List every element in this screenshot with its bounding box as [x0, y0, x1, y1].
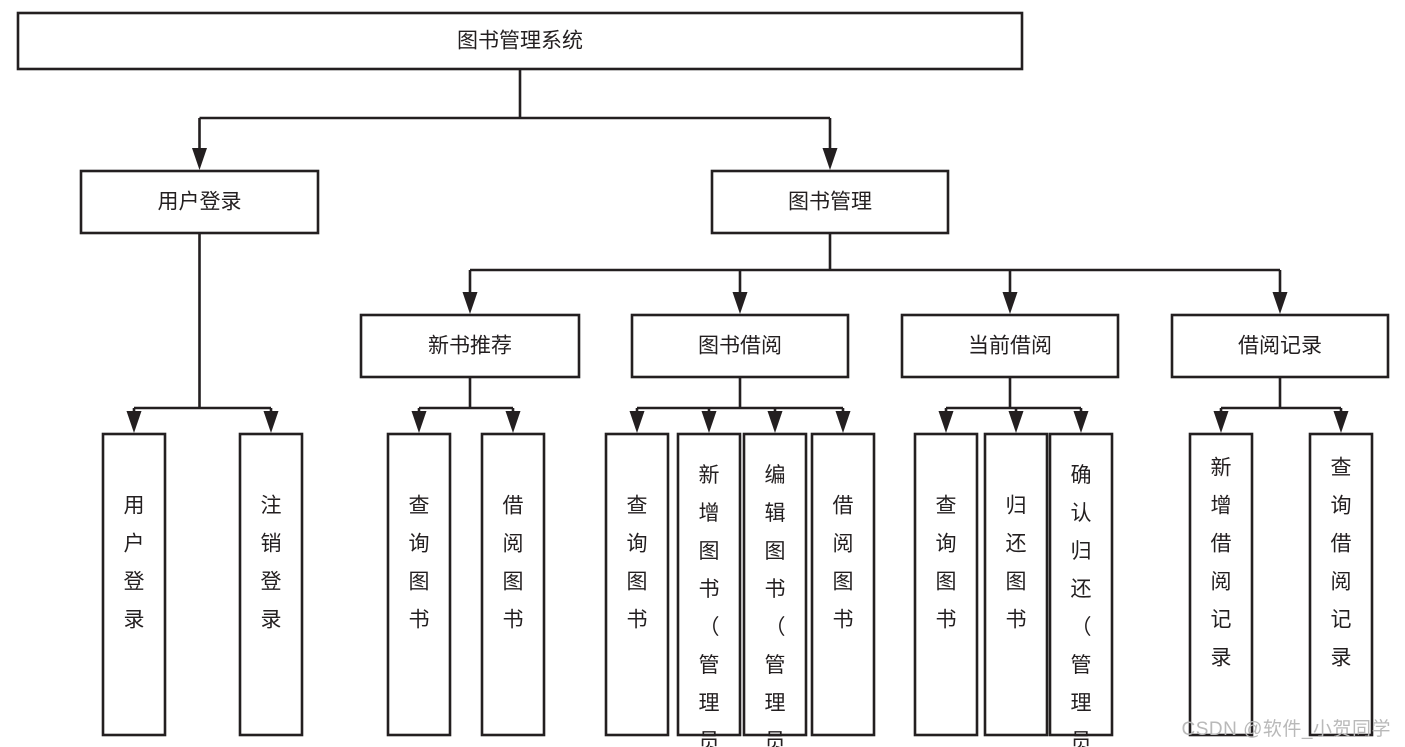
node-leaf-borrow-book-2[interactable]: 借阅图书	[810, 432, 876, 737]
node-label-leaf-add-record: 新增借阅记录	[1211, 457, 1232, 670]
node-box-user-login[interactable]	[79, 169, 320, 235]
node-label-leaf-borrow-book-1: 借阅图书	[503, 495, 524, 632]
node-leaf-user-logout[interactable]: 注销登录	[238, 432, 304, 737]
node-box-leaf-query-book-1[interactable]	[386, 432, 452, 737]
node-current-borrow[interactable]: 当前借阅	[900, 313, 1120, 379]
connector-edge-root-bus	[192, 69, 838, 170]
node-root[interactable]: 图书管理系统	[16, 11, 1024, 71]
node-box-leaf-add-book[interactable]	[676, 432, 742, 737]
node-label-new-book-recommend: 新书推荐	[428, 335, 512, 358]
node-box-leaf-edit-book[interactable]	[742, 432, 808, 737]
node-box-new-book-recommend[interactable]	[359, 313, 581, 379]
node-label-leaf-query-book-3: 查询图书	[936, 495, 957, 632]
node-new-book-recommend[interactable]: 新书推荐	[359, 313, 581, 379]
edges-layer	[126, 69, 1349, 433]
node-box-leaf-borrow-book-2[interactable]	[810, 432, 876, 737]
node-leaf-query-book-1[interactable]: 查询图书	[386, 432, 452, 737]
node-box-leaf-query-book-2[interactable]	[604, 432, 670, 737]
node-leaf-confirm-return[interactable]: 确认归还（管理员）	[1048, 432, 1114, 747]
node-leaf-query-record[interactable]: 查询借阅记录	[1308, 432, 1374, 737]
node-label-leaf-user-login: 用户登录	[124, 495, 145, 632]
node-box-book-manage[interactable]	[710, 169, 950, 235]
node-box-leaf-query-record[interactable]	[1308, 432, 1374, 737]
node-label-user-login: 用户登录	[158, 191, 242, 214]
node-box-leaf-user-login[interactable]	[101, 432, 167, 737]
node-box-root[interactable]	[16, 11, 1024, 71]
connector-edge-bookmanage-bus	[462, 233, 1288, 314]
node-box-leaf-add-record[interactable]	[1188, 432, 1254, 737]
node-box-book-borrow[interactable]	[630, 313, 850, 379]
node-box-leaf-user-logout[interactable]	[238, 432, 304, 737]
node-book-borrow[interactable]: 图书借阅	[630, 313, 850, 379]
connector-edge-bookborrow-bus	[629, 377, 851, 433]
node-label-root: 图书管理系统	[457, 30, 583, 53]
node-label-leaf-borrow-book-2: 借阅图书	[833, 495, 854, 632]
node-box-borrow-record[interactable]	[1170, 313, 1390, 379]
node-label-book-borrow: 图书借阅	[698, 335, 782, 358]
node-box-leaf-query-book-3[interactable]	[913, 432, 979, 737]
node-label-current-borrow: 当前借阅	[968, 335, 1052, 358]
node-book-manage[interactable]: 图书管理	[710, 169, 950, 235]
node-label-leaf-add-book: 新增图书（管理员）	[699, 464, 720, 747]
node-label-leaf-user-logout: 注销登录	[261, 495, 282, 632]
node-box-leaf-borrow-book-1[interactable]	[480, 432, 546, 737]
node-box-current-borrow[interactable]	[900, 313, 1120, 379]
node-borrow-record[interactable]: 借阅记录	[1170, 313, 1390, 379]
node-leaf-query-book-2[interactable]: 查询图书	[604, 432, 670, 737]
nodes-layer: 图书管理系统用户登录图书管理新书推荐图书借阅当前借阅借阅记录用户登录注销登录查询…	[16, 11, 1390, 747]
node-label-leaf-return-book: 归还图书	[1006, 495, 1027, 632]
node-leaf-edit-book[interactable]: 编辑图书（管理员）	[742, 432, 808, 747]
node-box-leaf-confirm-return[interactable]	[1048, 432, 1114, 737]
node-leaf-return-book[interactable]: 归还图书	[983, 432, 1049, 737]
node-leaf-query-book-3[interactable]: 查询图书	[913, 432, 979, 737]
node-label-leaf-query-book-2: 查询图书	[627, 495, 648, 632]
node-label-leaf-confirm-return: 确认归还（管理员）	[1071, 464, 1092, 747]
node-label-leaf-query-book-1: 查询图书	[409, 495, 430, 632]
node-label-leaf-query-record: 查询借阅记录	[1331, 457, 1352, 670]
node-box-leaf-return-book[interactable]	[983, 432, 1049, 737]
watermark-text: CSDN @软件_小贺同学	[1181, 719, 1391, 740]
node-leaf-add-book[interactable]: 新增图书（管理员）	[676, 432, 742, 747]
node-label-book-manage: 图书管理	[788, 191, 872, 214]
node-user-login[interactable]: 用户登录	[79, 169, 320, 235]
connector-edge-borrowrecord-bus	[1213, 377, 1349, 433]
node-leaf-borrow-book-1[interactable]: 借阅图书	[480, 432, 546, 737]
node-label-leaf-edit-book: 编辑图书（管理员）	[765, 464, 786, 747]
node-leaf-user-login[interactable]: 用户登录	[101, 432, 167, 737]
node-label-borrow-record: 借阅记录	[1238, 335, 1322, 358]
connector-edge-currentborrow-bus	[938, 377, 1089, 433]
connector-edge-userlogin-bus	[126, 233, 279, 433]
connector-edge-newbook-bus	[411, 377, 521, 433]
node-leaf-add-record[interactable]: 新增借阅记录	[1188, 432, 1254, 737]
